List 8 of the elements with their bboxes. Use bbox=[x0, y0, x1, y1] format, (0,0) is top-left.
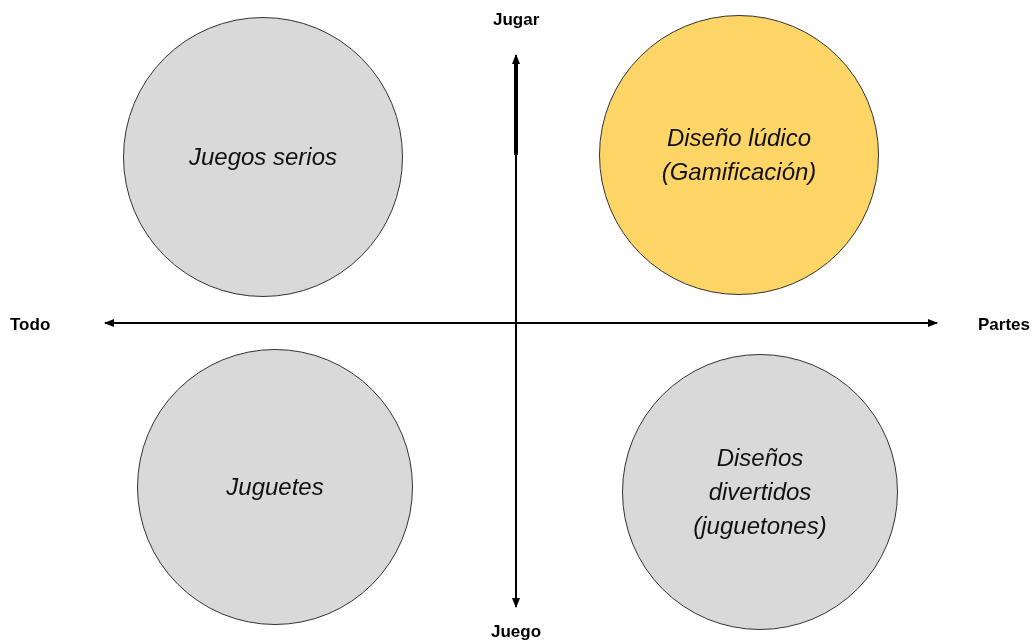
category-label: Diseño lúdico (Gamificación) bbox=[660, 123, 818, 187]
axis-label: Partes bbox=[978, 315, 1030, 335]
category-label: Juegos serios bbox=[187, 142, 339, 172]
category-label: Juguetes bbox=[225, 472, 325, 502]
category-label: Diseños divertidos (juguetones) bbox=[692, 443, 828, 541]
axis-label: Todo bbox=[10, 315, 51, 335]
axis-label: Jugar bbox=[493, 10, 540, 30]
axis-label: Juego bbox=[491, 622, 542, 642]
